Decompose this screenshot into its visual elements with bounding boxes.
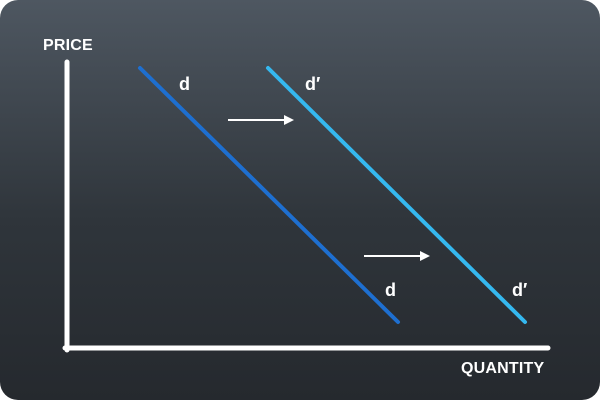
demand-curve-d-prime — [266, 66, 527, 324]
x-axis-label: QUANTITY — [461, 360, 545, 377]
curve-d-prime-bottom-label: d′ — [512, 280, 527, 300]
curve-d-prime-top-label: d′ — [305, 74, 320, 94]
curve-d-top-label: d — [179, 74, 190, 94]
curve-d-bottom-label: d — [385, 280, 396, 300]
demand-curve-d — [138, 66, 400, 324]
y-axis-label: PRICE — [43, 37, 93, 54]
